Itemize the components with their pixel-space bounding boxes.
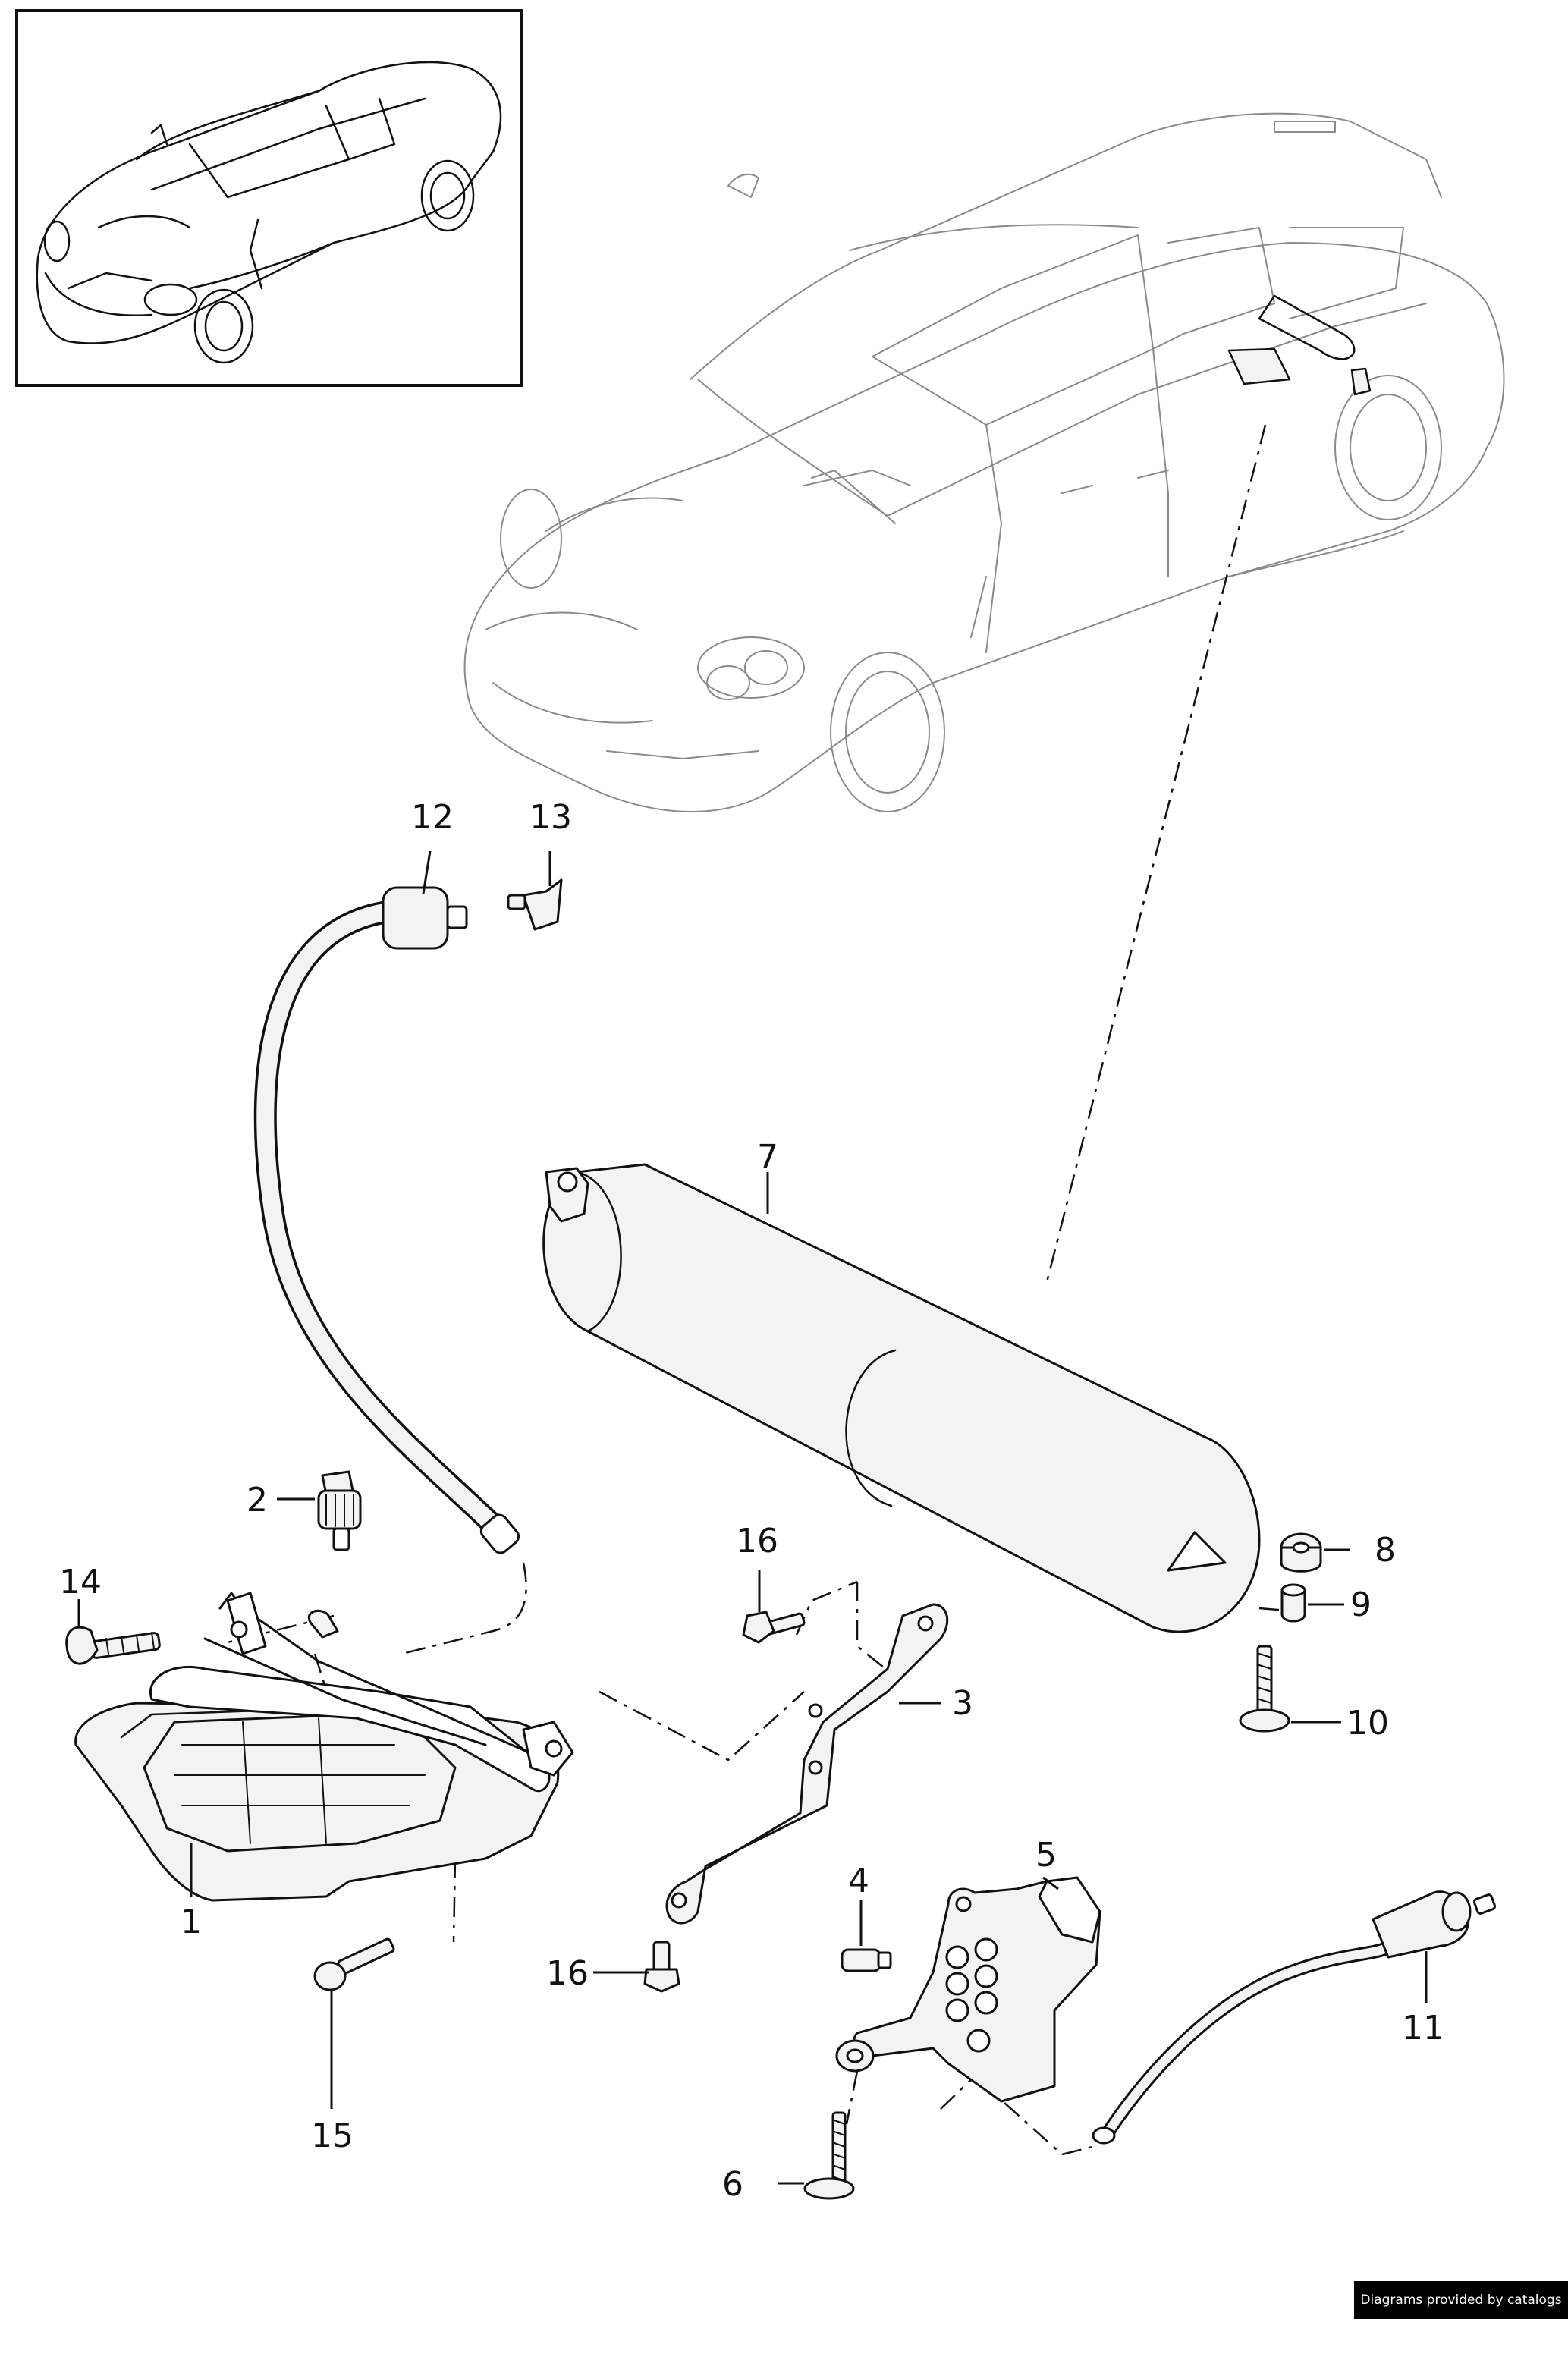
inset-vehicle-thumbnail [15, 9, 523, 387]
callout-16-lower: 16 [546, 1954, 589, 1993]
part-4-fitting [841, 1948, 892, 1972]
vehicle-outline [463, 112, 1505, 812]
callout-12: 12 [411, 798, 454, 837]
part-7-tank [542, 1163, 1261, 1633]
part-1-compressor-housing [74, 1592, 574, 1902]
callout-3: 3 [952, 1684, 973, 1723]
part-16-bolt-lower [643, 1941, 680, 1993]
credit-footer: Diagrams provided by catalogs parts [1354, 2281, 1568, 2346]
callout-1: 1 [181, 1903, 202, 1941]
part-12-hose [253, 886, 520, 1554]
part-9-spacer [1280, 1583, 1306, 1623]
leader-lines [77, 850, 1428, 2185]
callout-15: 15 [311, 2117, 354, 2155]
part-14-bolt [65, 1626, 161, 1665]
part-6-stud [803, 2111, 855, 2200]
callout-13: 13 [529, 798, 572, 837]
callout-10: 10 [1346, 1704, 1389, 1743]
part-11-line [1092, 1890, 1497, 2145]
callout-8: 8 [1375, 1531, 1396, 1570]
callout-7: 7 [757, 1138, 778, 1177]
callout-14: 14 [59, 1563, 102, 1601]
callout-labels: 12 13 7 8 9 10 3 5 4 6 11 1 15 2 14 16 1… [59, 798, 1444, 2204]
part-5-valve-block [835, 1876, 1101, 2103]
assembly-dash-lines [227, 424, 1306, 2156]
vehicle-tank-location-marker [1227, 294, 1372, 396]
callout-5: 5 [1035, 1836, 1057, 1875]
part-16-bolt-upper [742, 1611, 806, 1644]
part-13-clip [507, 878, 563, 931]
part-3-bracket [665, 1603, 949, 1925]
callout-9: 9 [1350, 1585, 1372, 1624]
part-15-bolt [313, 1937, 395, 1991]
callout-11: 11 [1402, 2009, 1444, 2047]
part-2-valve [317, 1470, 362, 1551]
part-10-bolt [1239, 1645, 1290, 1733]
callout-16-upper: 16 [736, 1522, 778, 1560]
part-8-mount [1280, 1532, 1322, 1573]
callout-6: 6 [722, 2165, 743, 2204]
callout-4: 4 [848, 1862, 869, 1900]
callout-2: 2 [247, 1481, 268, 1519]
